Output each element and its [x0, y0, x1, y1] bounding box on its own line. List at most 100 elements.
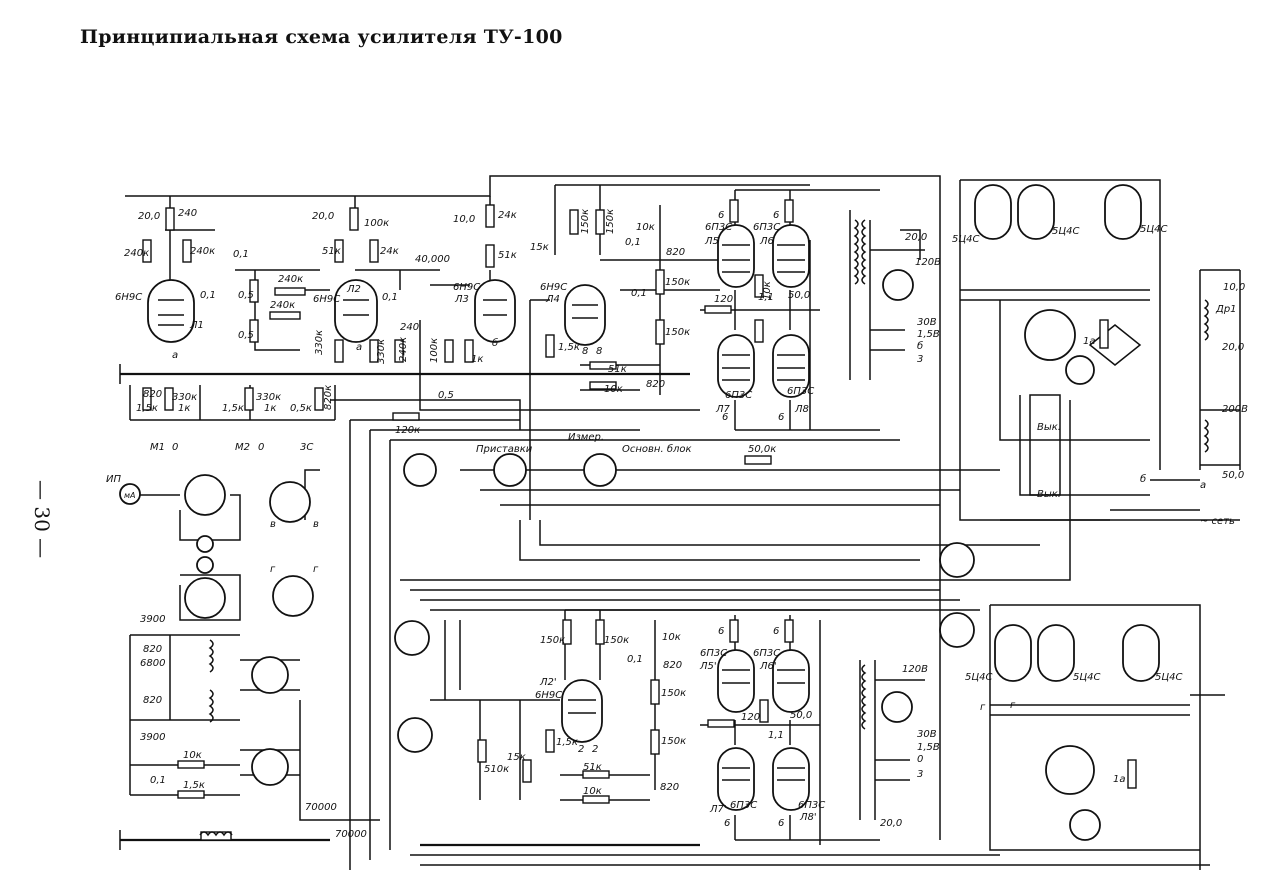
- jack-label: 0: [172, 442, 178, 453]
- page-title: Принципиальная схема усилителя ТУ-100: [80, 26, 563, 48]
- meter-socket-upper: [184, 474, 226, 516]
- component-label: г: [980, 702, 986, 713]
- component-label: 150к: [661, 688, 686, 699]
- component-label: Л8: [794, 404, 809, 415]
- component-label: Вык.: [1037, 422, 1061, 433]
- component-label: 1к: [264, 403, 276, 414]
- component-label: 6Н9С: [535, 690, 562, 701]
- tube-l8-prime: [772, 747, 810, 811]
- component-label: Основн. блок: [622, 443, 692, 455]
- component-label: 5Ц4С: [965, 672, 992, 683]
- component-label: 240к: [190, 246, 215, 257]
- upper-left-labels: 20,0 240 240к 240к 6Н9С Л1 а 0,1 0,1 0,5…: [115, 208, 303, 453]
- component-label: г: [270, 564, 276, 575]
- component-label: 820: [143, 695, 162, 706]
- component-label: Др1: [1215, 304, 1237, 315]
- rectifier-tube-5: [1037, 624, 1075, 682]
- component-label: 240к: [398, 337, 409, 362]
- socket-v: [269, 481, 311, 523]
- component-label: 6: [724, 818, 730, 829]
- component-label: а: [356, 342, 362, 353]
- component-label: Л3: [454, 294, 469, 305]
- component-label: 6Н9С: [453, 282, 480, 293]
- component-label: 820: [143, 389, 162, 400]
- component-label: 120: [714, 294, 733, 305]
- component-label: в: [270, 519, 276, 530]
- component-label: 3900: [140, 614, 165, 625]
- upper-power-labels: 5Ц4С 5Ц4С 5Ц4С 10,0 Др1 20,0 1а 200В 50,…: [952, 224, 1248, 500]
- component-label: 6П3С: [705, 222, 732, 233]
- component-label: 100к: [364, 218, 389, 229]
- component-label: 10к: [583, 786, 602, 797]
- component-label: 6: [778, 818, 784, 829]
- component-label: 20,0: [312, 211, 334, 222]
- rectifier-tube-2: [1017, 184, 1055, 240]
- component-label: 2: [592, 744, 598, 755]
- component-label: г: [1010, 700, 1016, 711]
- component-label: 6800: [140, 658, 165, 669]
- component-label: 150к: [580, 209, 591, 234]
- component-label: 5Ц4С: [1155, 672, 1182, 683]
- component-label: 1,5к: [558, 342, 580, 353]
- component-label: Л8': [799, 812, 817, 823]
- component-label: Л6: [759, 236, 774, 247]
- rotary-switch-osnovn-blok[interactable]: [583, 453, 617, 487]
- component-label: ИП: [106, 474, 121, 485]
- component-label: 6П3С: [787, 386, 814, 397]
- tube-l4: [564, 284, 606, 346]
- component-label: 150к: [661, 736, 686, 747]
- component-label: Измер.: [568, 432, 604, 443]
- component-label: 330к: [376, 339, 387, 364]
- selector-switch-2[interactable]: [251, 748, 289, 786]
- component-label: 510к: [484, 764, 509, 775]
- component-label: 820к: [323, 385, 334, 410]
- component-label: 6П3С: [700, 648, 727, 659]
- component-label: 1,5В: [917, 742, 940, 753]
- wiring: [119, 175, 1241, 870]
- component-label: 3С: [300, 442, 313, 453]
- component-label: 0,1: [233, 249, 249, 260]
- tube-l5: [717, 224, 755, 288]
- component-label: б: [917, 340, 923, 352]
- component-label: 50,0: [788, 290, 810, 301]
- component-label: ~ сеть: [1200, 516, 1235, 527]
- octal-socket-upper: [1024, 309, 1076, 361]
- rectifier-tube-6: [1122, 624, 1160, 682]
- upper-mid-labels: 20,0 100к 51к 24к Л2 6Н9С а 0,1 330к 330…: [222, 211, 450, 453]
- meter-socket-lower: [184, 577, 226, 619]
- component-label: 1,5к: [556, 737, 578, 748]
- component-label: 330к: [256, 392, 281, 403]
- component-label: 240к: [278, 274, 303, 285]
- component-label: 0: [258, 442, 264, 453]
- component-label: 20,0: [905, 232, 927, 243]
- component-label: г: [313, 564, 319, 575]
- component-label: 1,5к: [222, 403, 244, 414]
- component-label: 0,1: [631, 288, 647, 299]
- component-label: 1а: [1083, 336, 1096, 347]
- component-label: 240к: [124, 248, 149, 259]
- component-label: 15к: [530, 242, 549, 253]
- component-label: 1,5к: [183, 780, 205, 791]
- meter-labels: ИП мА в в г г: [106, 474, 319, 575]
- octal-socket-lower: [1045, 745, 1095, 795]
- component-label: 30В: [917, 729, 937, 740]
- indicator-tube: [882, 269, 914, 301]
- component-label: 150к: [604, 635, 629, 646]
- component-label: Л4: [545, 294, 560, 305]
- mains-switch-vyk[interactable]: [1029, 394, 1061, 496]
- component-label: 0,1: [625, 237, 641, 248]
- rotary-switch-pristavki[interactable]: [493, 453, 527, 487]
- component-label: 70000: [335, 829, 367, 840]
- component-label: 6П3С: [753, 648, 780, 659]
- component-label: 120В: [902, 664, 928, 675]
- input-socket-upper: [394, 620, 430, 656]
- lower-power-labels: 5Ц4С 5Ц4С 5Ц4С г г 1а: [965, 672, 1182, 785]
- component-label: 820: [143, 644, 162, 655]
- component-label: 820: [663, 660, 682, 671]
- component-label: 330к: [172, 392, 197, 403]
- component-label: 120к: [395, 425, 420, 436]
- selector-switch-1[interactable]: [251, 656, 289, 694]
- component-label: Л2': [539, 677, 557, 688]
- rotary-switch-1[interactable]: [403, 453, 437, 487]
